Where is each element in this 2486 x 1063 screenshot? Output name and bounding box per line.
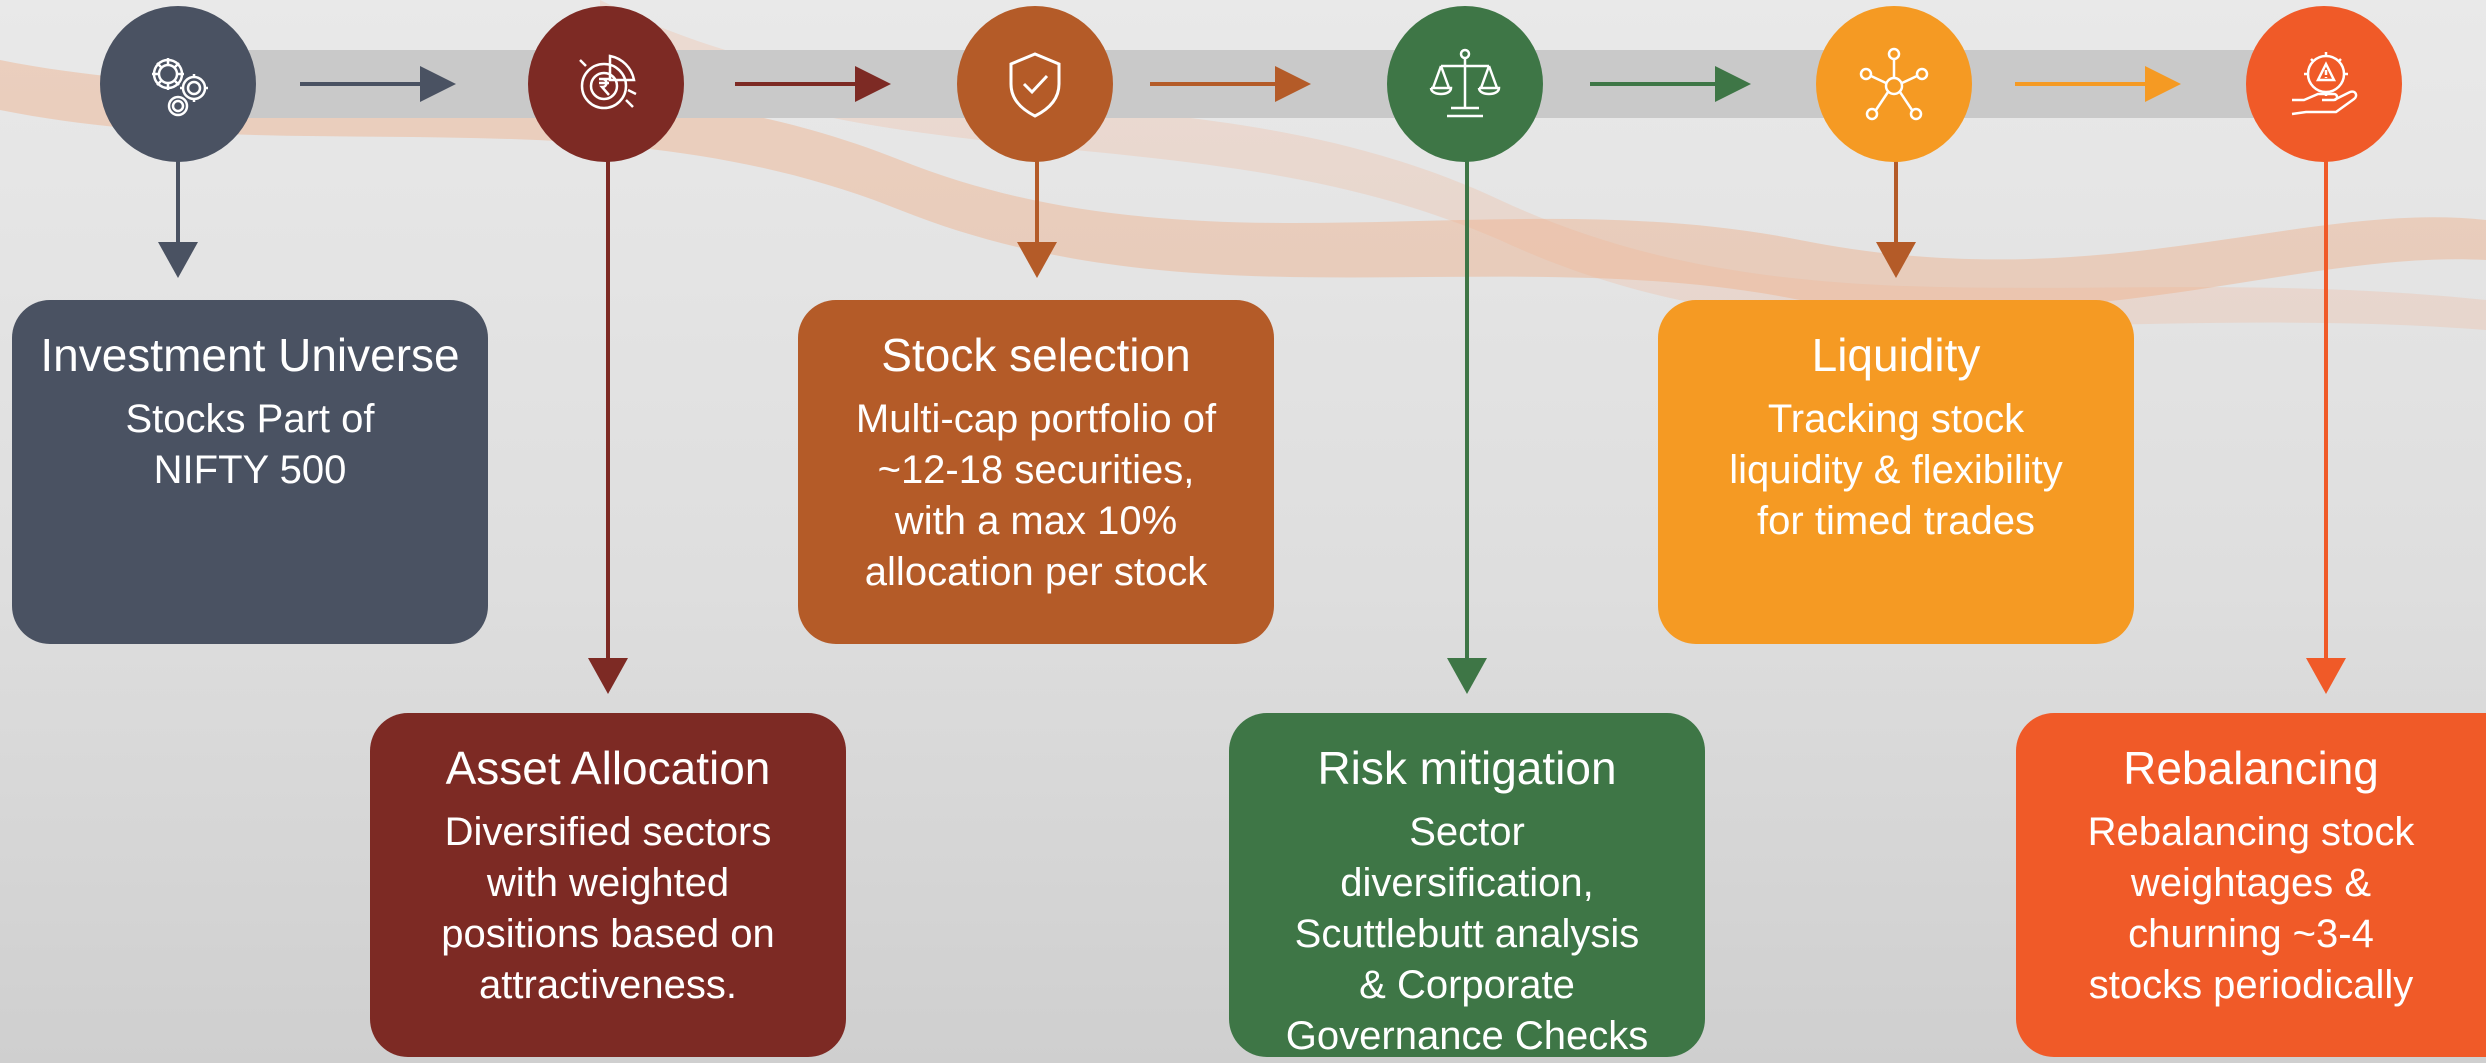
drop-line-1 — [176, 160, 180, 242]
rupee-chart-icon — [579, 54, 637, 110]
connector-line-4 — [1590, 82, 1715, 86]
balance-scale-icon — [1429, 48, 1501, 118]
step-title: Stock selection — [881, 329, 1191, 381]
network-hub-icon — [1859, 47, 1929, 121]
step-card-investment-universe: Investment Universe Stocks Part of NIFTY… — [12, 300, 488, 644]
drop-arrowhead-4 — [1447, 658, 1487, 694]
drop-arrowhead-1 — [158, 242, 198, 278]
drop-arrowhead-5 — [1876, 242, 1916, 278]
step-description: Diversified sectors with weighted positi… — [441, 810, 775, 1007]
drop-line-3 — [1035, 160, 1039, 242]
drop-line-4 — [1465, 160, 1469, 660]
connector-arrowhead-1 — [420, 66, 456, 102]
connector-arrowhead-4 — [1715, 66, 1751, 102]
step-card-risk-mitigation: Risk mitigation Sector diversification, … — [1229, 713, 1705, 1057]
drop-arrowhead-6 — [2306, 658, 2346, 694]
drop-arrowhead-3 — [1017, 242, 1057, 278]
shield-check-icon — [1009, 52, 1061, 118]
step-title: Asset Allocation — [445, 742, 771, 794]
hand-gear-warning-icon — [2291, 52, 2358, 116]
connector-arrowhead-2 — [855, 66, 891, 102]
step-card-stock-selection: Stock selection Multi-cap portfolio of ~… — [798, 300, 1274, 644]
step-title: Rebalancing — [2123, 742, 2379, 794]
drop-line-5 — [1894, 160, 1898, 242]
step-card-liquidity: Liquidity Tracking stock liquidity & fle… — [1658, 300, 2134, 644]
step-circle-risk-mitigation — [1387, 6, 1543, 162]
step-description: Stocks Part of NIFTY 500 — [125, 397, 375, 492]
step-title: Risk mitigation — [1317, 742, 1617, 794]
drop-line-2 — [606, 160, 610, 660]
step-title: Liquidity — [1811, 329, 1981, 381]
connector-line-1 — [300, 82, 420, 86]
connector-line-5 — [2015, 82, 2145, 86]
step-title: Investment Universe — [40, 329, 460, 381]
step-circle-investment-universe — [100, 6, 256, 162]
connector-line-2 — [735, 82, 855, 86]
connector-arrowhead-5 — [2145, 66, 2181, 102]
gears-icon — [152, 58, 208, 117]
drop-line-6 — [2324, 160, 2328, 660]
step-circle-stock-selection — [957, 6, 1113, 162]
step-description: Multi-cap portfolio of ~12-18 securities… — [855, 397, 1217, 594]
drop-arrowhead-2 — [588, 658, 628, 694]
step-description: Sector diversification, Scuttlebutt anal… — [1285, 810, 1649, 1057]
step-circle-liquidity — [1816, 6, 1972, 162]
step-circle-rebalancing — [2246, 6, 2402, 162]
step-card-asset-allocation: Asset Allocation Diversified sectors wit… — [370, 713, 846, 1057]
step-circle-asset-allocation — [528, 6, 684, 162]
connector-line-3 — [1150, 82, 1275, 86]
step-card-rebalancing: Rebalancing Rebalancing stock weightages… — [2016, 713, 2486, 1057]
step-description: Rebalancing stock weightages & churning … — [2087, 810, 2415, 1007]
step-description: Tracking stock liquidity & flexibility f… — [1729, 397, 2063, 543]
connector-arrowhead-3 — [1275, 66, 1311, 102]
